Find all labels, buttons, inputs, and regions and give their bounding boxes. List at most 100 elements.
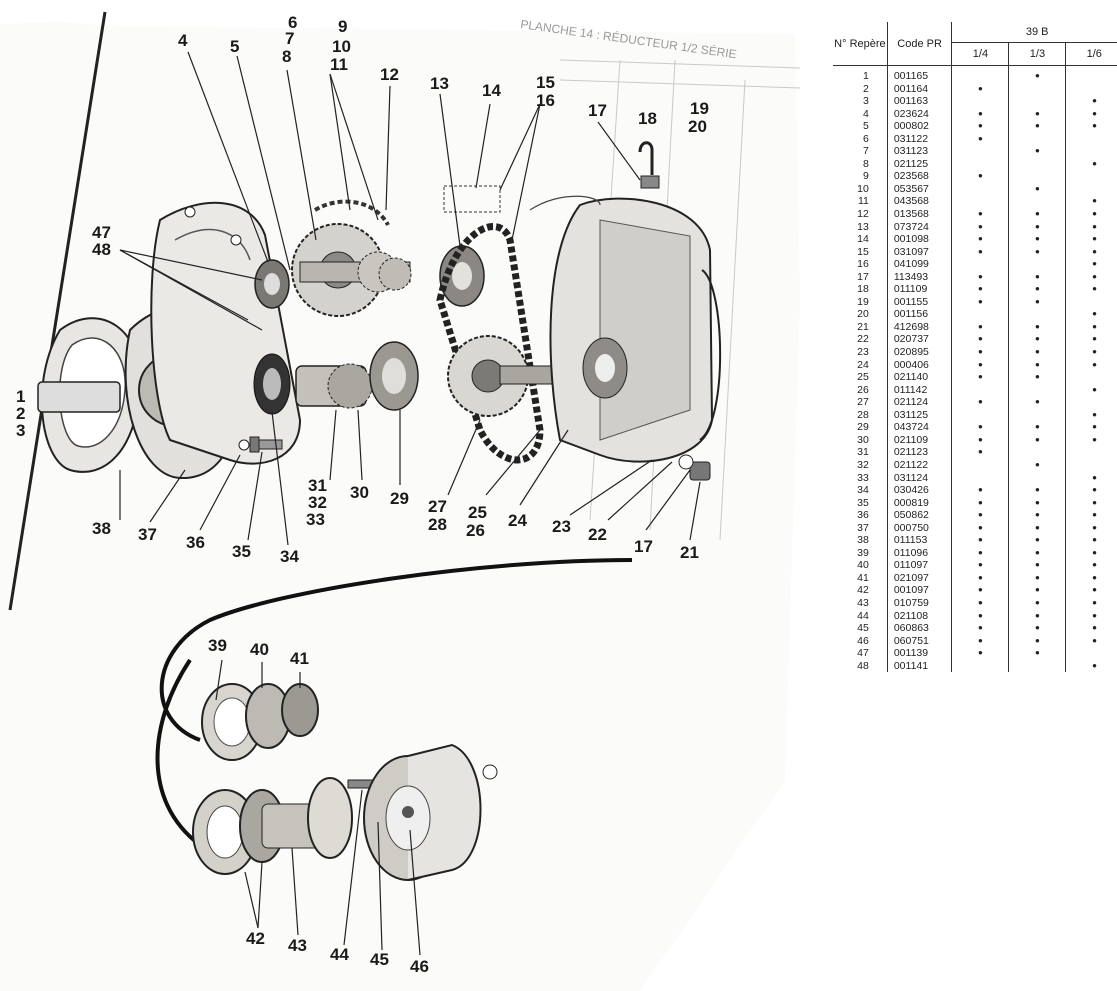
applicability-cell: • (1008, 356, 1066, 372)
callout-45: 45 (370, 950, 389, 969)
applicability-cell: • (951, 420, 1009, 434)
bullet-mark: • (1035, 632, 1040, 648)
ratio-header-label: 1/6 (1086, 48, 1102, 60)
repere-number: 33 (857, 471, 869, 484)
applicability-cell: • (951, 621, 1009, 635)
bullet-mark: • (1092, 569, 1097, 585)
repere-number: 32 (857, 458, 869, 471)
code-pr: 011096 (886, 546, 952, 560)
applicability-cell: • (1065, 194, 1117, 209)
callout-37: 37 (138, 525, 157, 544)
code-pr: 041099 (886, 258, 952, 271)
applicability-cell: • (1065, 659, 1117, 673)
applicability-cell: • (1008, 483, 1066, 497)
sleeve-gear-31-33 (295, 363, 373, 409)
callout-12: 12 (380, 65, 399, 84)
bullet-mark: • (978, 118, 983, 134)
code-pr: 053567 (886, 182, 952, 196)
callout-36: 36 (186, 533, 205, 552)
applicability-cell: • (1065, 594, 1117, 610)
applicability-cell: • (951, 370, 1009, 384)
bullet-mark: • (1092, 155, 1097, 171)
callout-32: 32 (308, 493, 327, 512)
callout-38: 38 (92, 519, 111, 538)
applicability-cell: • (1008, 268, 1066, 284)
applicability-cell: • (1065, 609, 1117, 623)
bullet-mark: • (978, 557, 983, 573)
repere-number: 5 (863, 120, 869, 133)
repere-number: 9 (863, 170, 869, 183)
callout-39: 39 (208, 636, 227, 655)
bullet-mark: • (978, 607, 983, 623)
bullet-mark: • (1092, 431, 1097, 447)
bullet-mark: • (1035, 456, 1040, 472)
bullet-mark: • (1092, 105, 1097, 121)
left-housing (150, 201, 302, 465)
applicability-cell: • (1065, 621, 1117, 635)
bullet-mark: • (1092, 582, 1097, 598)
right-gear-housing (529, 195, 714, 463)
bullet-mark: • (1035, 645, 1040, 661)
applicability-cell (951, 65, 1009, 83)
callout-6: 6 (288, 13, 298, 32)
bullet-mark: • (1035, 318, 1040, 334)
callout-30: 30 (350, 483, 369, 502)
callout-13: 13 (430, 74, 449, 93)
code-pr: 043568 (886, 195, 952, 209)
callout-4: 4 (178, 31, 188, 50)
applicability-cell: • (1008, 645, 1066, 661)
bullet-mark: • (1035, 218, 1040, 234)
applicability-cell: • (951, 395, 1009, 409)
header-code: Code PR (886, 22, 953, 66)
applicability-cell: • (951, 557, 1009, 573)
bullet-mark: • (1092, 482, 1097, 498)
repere-number: 47 (857, 647, 869, 660)
bullet-mark: • (1092, 419, 1097, 435)
code-pr: 001141 (886, 659, 952, 673)
bullet-mark: • (1035, 180, 1040, 196)
applicability-cell: • (1008, 596, 1066, 610)
header-group-label: 39 B (1025, 26, 1049, 38)
code-pr: 001097 (886, 584, 952, 597)
washer-45 (368, 801, 384, 823)
applicability-cell: • (951, 345, 1009, 359)
bullet-mark: • (978, 168, 983, 184)
applicability-cell: • (1065, 94, 1117, 108)
applicability-cell: • (951, 320, 1009, 334)
applicability-cell: • (1008, 621, 1066, 635)
repere-number: 35 (857, 496, 869, 509)
applicability-cell (1008, 82, 1066, 96)
applicability-cell: • (951, 295, 1009, 309)
header-repere: N° Repère (833, 22, 888, 66)
bullet-mark: • (1092, 594, 1097, 610)
connector-curve-lower (155, 658, 202, 847)
applicability-cell (1008, 659, 1066, 673)
repere-number: 28 (857, 408, 869, 421)
code-pr: 001165 (886, 65, 952, 83)
repere-number: 30 (857, 433, 869, 446)
callout-27: 27 (428, 497, 447, 516)
code-pr: 021097 (886, 571, 952, 585)
bullet-mark: • (1035, 268, 1040, 284)
applicability-cell (951, 408, 1009, 422)
repere-number: 17 (857, 270, 869, 283)
breather-18 (638, 141, 660, 189)
callout-9: 9 (338, 17, 348, 36)
code-pr: 043724 (886, 421, 952, 434)
callout-42: 42 (246, 929, 265, 948)
bullet-mark: • (1035, 356, 1040, 372)
repere-number: 7 (863, 145, 869, 158)
code-pr: 031122 (886, 132, 952, 146)
applicability-cell: • (1008, 433, 1066, 447)
applicability-cell (1008, 170, 1066, 183)
callout-11: 11 (330, 55, 348, 74)
